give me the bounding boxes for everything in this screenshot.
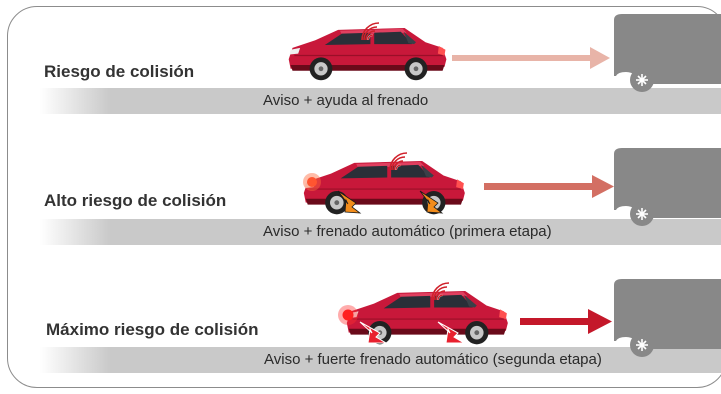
level-2-arrow xyxy=(484,175,614,198)
level-3-title: Máximo riesgo de colisión xyxy=(46,320,259,339)
level-3-action: Aviso + fuerte frenado automático (segun… xyxy=(264,351,602,368)
level-2-action: Aviso + frenado automático (primera etap… xyxy=(263,223,552,240)
brake-pressure-arrow-icon xyxy=(337,190,444,214)
level-2-band xyxy=(40,219,721,245)
brake-pressure-arrow-icon xyxy=(359,321,466,344)
level-1-action: Aviso + ayuda al frenado xyxy=(263,92,429,109)
brake-light-icon xyxy=(303,173,321,191)
level-2-obstacle-vehicle xyxy=(613,147,721,227)
level-3-obstacle-vehicle xyxy=(613,278,721,358)
brake-light-icon xyxy=(338,305,358,325)
level-1-arrow xyxy=(452,47,610,69)
level-1-obstacle-vehicle xyxy=(613,13,721,93)
level-1-band xyxy=(40,88,721,114)
level-1-title: Riesgo de colisión xyxy=(44,62,195,81)
level-3-band xyxy=(40,347,721,373)
level-2-title: Alto riesgo de colisión xyxy=(44,191,227,210)
level-3-arrow xyxy=(520,309,612,334)
level-2-car xyxy=(303,160,466,215)
